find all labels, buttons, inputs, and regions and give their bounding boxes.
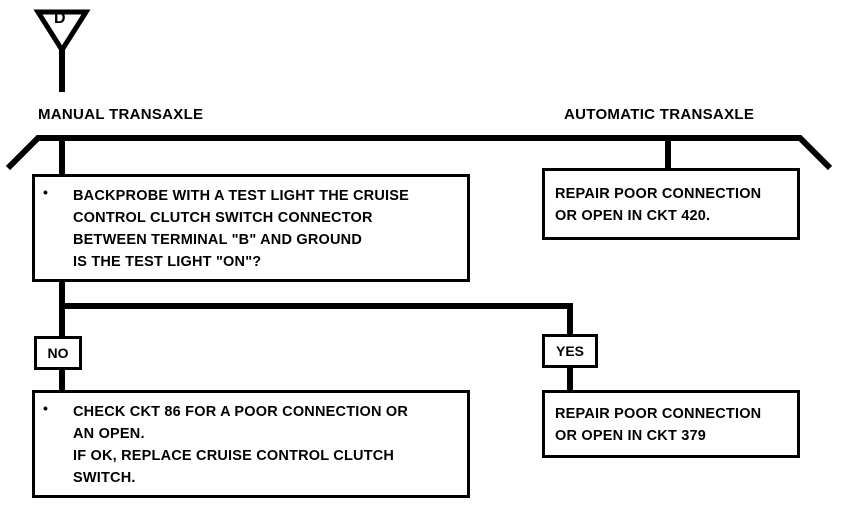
step-text-line: BACKPROBE WITH A TEST LIGHT THE CRUISE xyxy=(73,188,409,204)
action-text-line: AN OPEN. xyxy=(73,426,145,442)
manual-transaxle-label: MANUAL TRANSAXLE xyxy=(38,106,204,123)
repair-text-line: REPAIR POOR CONNECTION xyxy=(555,186,762,202)
repair-text-line: OR OPEN IN CKT 420. xyxy=(555,208,711,224)
bullet: • xyxy=(43,400,49,416)
yes-branch-line xyxy=(62,303,573,336)
start-marker-triangle xyxy=(33,9,91,55)
repair-text-line: OR OPEN IN CKT 379 xyxy=(555,428,707,444)
branch-bar xyxy=(5,135,833,171)
bullet: • xyxy=(43,184,49,200)
action-text-line: SWITCH. xyxy=(73,470,136,486)
automatic-repair-box: REPAIR POOR CONNECTION OR OPEN IN CKT 42… xyxy=(542,168,800,240)
step-text-line: IS THE TEST LIGHT "ON"? xyxy=(73,254,262,270)
marker-letter: D xyxy=(54,10,66,27)
step-text-line: BETWEEN TERMINAL "B" AND GROUND xyxy=(73,232,362,248)
step-text-line: CONTROL CLUTCH SWITCH CONNECTOR xyxy=(73,210,373,226)
yes-decision-tag: YES xyxy=(542,334,598,368)
action-text-line: IF OK, REPLACE CRUISE CONTROL CLUTCH xyxy=(73,448,395,464)
automatic-transaxle-label: AUTOMATIC TRANSAXLE xyxy=(564,106,755,123)
action-text-line: CHECK CKT 86 FOR A POOR CONNECTION OR xyxy=(73,404,409,420)
no-decision-tag: NO xyxy=(34,336,82,370)
yes-repair-box: REPAIR POOR CONNECTION OR OPEN IN CKT 37… xyxy=(542,390,800,458)
no-action-box: • CHECK CKT 86 FOR A POOR CONNECTION OR … xyxy=(32,390,470,498)
repair-text-line: REPAIR POOR CONNECTION xyxy=(555,406,762,422)
test-light-step-box: • BACKPROBE WITH A TEST LIGHT THE CRUISE… xyxy=(32,174,470,282)
